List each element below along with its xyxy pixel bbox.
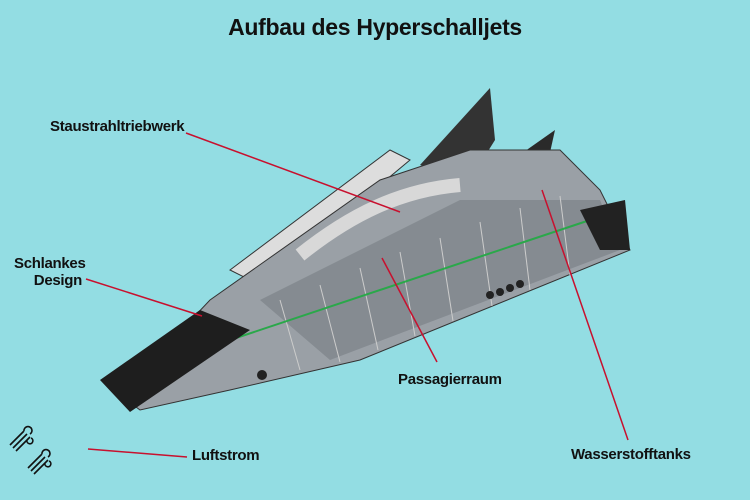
label-wasserstofftanks: Wasserstofftanks	[571, 446, 691, 463]
intake-nose	[100, 310, 250, 412]
tail-nozzle	[580, 200, 630, 250]
landing-gear	[257, 280, 524, 380]
label-staustrahltriebwerk: Staustrahltriebwerk	[50, 118, 185, 135]
diagram-title: Aufbau des Hyperschalljets	[228, 14, 522, 40]
leader-tanks	[541, 189, 629, 441]
leader-cabin	[381, 257, 438, 363]
leader-airflow	[87, 448, 188, 458]
wind-icon	[9, 425, 52, 475]
leader-design	[85, 278, 203, 317]
label-luftstrom: Luftstrom	[192, 447, 260, 464]
label-design-line2: Design	[33, 272, 83, 289]
leader-lines	[85, 132, 629, 458]
leader-engine	[185, 132, 401, 213]
label-passagierraum: Passagierraum	[398, 371, 502, 388]
engine-duct	[295, 178, 461, 261]
label-design-line1: Schlankes	[14, 255, 86, 272]
green-stripe	[199, 219, 591, 351]
label-schlankes-design: Schlankes Design	[14, 255, 86, 289]
